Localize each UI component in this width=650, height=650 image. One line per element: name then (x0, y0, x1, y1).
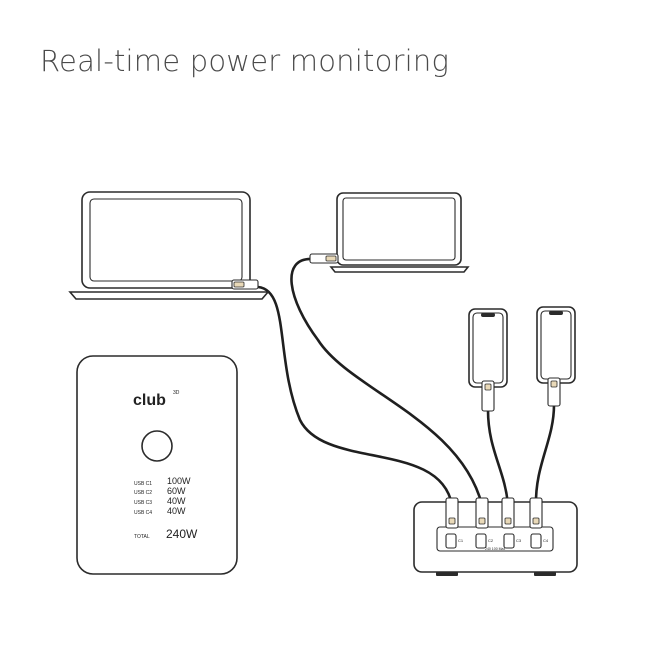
port-name: USB C3 (134, 500, 152, 506)
brand-logo: club 3D (133, 390, 180, 409)
port-watts: 40W (167, 506, 186, 516)
hub-port-c4: C4 (530, 533, 549, 549)
hub-port-c2: C2 (475, 533, 494, 549)
small-laptop (309, 192, 470, 273)
port-name: USB C4 (134, 510, 152, 516)
port-watts: 100W (167, 476, 191, 486)
charging-hub: C1 C2 C3 C4 240 100 Max (413, 497, 578, 576)
cable-large-laptop (256, 285, 454, 507)
hub-port-c1: C1 (445, 533, 464, 549)
cables (256, 257, 556, 507)
phone-right (536, 306, 576, 407)
page-title: Real-time power monitoring (40, 44, 450, 78)
port-watts: 40W (167, 496, 186, 506)
cable-phone-right (534, 403, 556, 507)
port-watts: 60W (167, 486, 186, 496)
hub-plug-2 (475, 497, 489, 529)
hub-port-label: C1 (458, 538, 464, 543)
hub-port-label: C3 (516, 538, 522, 543)
total-watts: 240W (166, 527, 198, 541)
hub-port-label: C4 (543, 538, 549, 543)
hub-plug-3 (501, 497, 515, 529)
phone-left (468, 308, 508, 412)
logo-suffix: 3D (173, 390, 180, 396)
port-name: USB C1 (134, 481, 152, 487)
cable-small-laptop (290, 257, 484, 507)
hub-port-label: C2 (488, 538, 494, 543)
hub-plug-4 (529, 497, 543, 529)
hub-plug-1 (445, 497, 459, 529)
port-power-readout: USB C1 100W USB C2 60W USB C3 40W USB C4… (134, 476, 198, 541)
large-laptop (68, 191, 270, 300)
hub-port-c3: C3 (503, 533, 522, 549)
charger-display-panel: club 3D USB C1 100W USB C2 60W USB C3 40… (76, 355, 238, 575)
total-label: TOTAL (134, 534, 150, 540)
port-name: USB C2 (134, 490, 152, 496)
logo-text: club (133, 392, 166, 409)
cable-phone-left (486, 408, 510, 507)
power-button-icon[interactable] (141, 430, 173, 462)
hub-caption: 240 100 Max (485, 547, 505, 551)
